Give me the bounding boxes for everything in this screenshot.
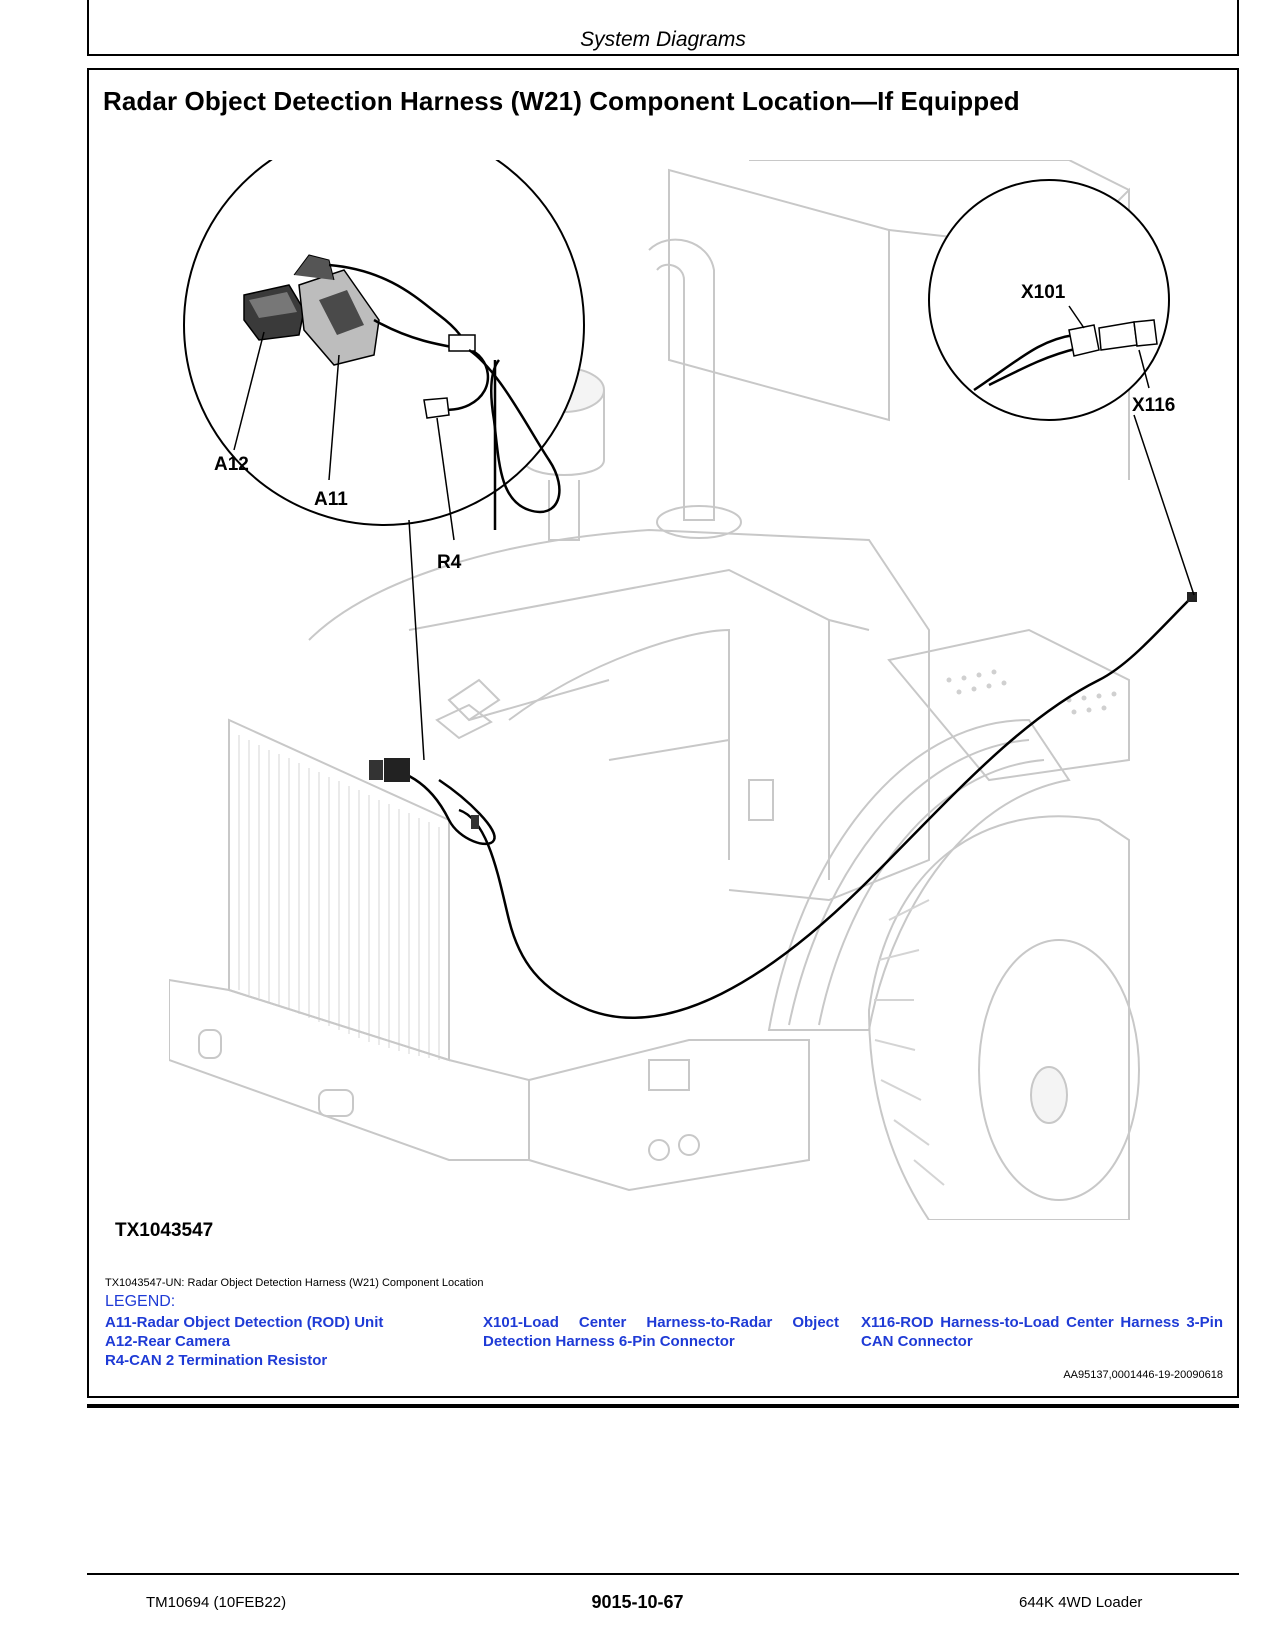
legend-column-1: A11-Radar Object Detection (ROD) Unit A1…	[105, 1313, 465, 1370]
termination-resistor-icon	[423, 397, 450, 419]
a11-radar-unit-on-machine	[384, 758, 410, 782]
x101-connector-icon	[1068, 324, 1100, 357]
callout-x101: X101	[1021, 282, 1066, 303]
legend-item-a11: A11-Radar Object Detection (ROD) Unit	[105, 1314, 384, 1331]
legend-item-a12: A12-Rear Camera	[105, 1333, 231, 1350]
detail-circle-rod-unit: A12 A11 R4	[183, 160, 585, 761]
legend-column-2: X101-Load Center Harness-to-Radar Object…	[483, 1313, 839, 1351]
x116-connector-icon	[1133, 319, 1158, 347]
figure-panel: Radar Object Detection Harness (W21) Com…	[87, 68, 1239, 1398]
legend-item-r4: R4-CAN 2 Termination Resistor	[105, 1352, 328, 1369]
reference-code: AA95137,0001446-19-20090618	[1063, 1369, 1223, 1381]
section-title: System Diagrams	[580, 28, 746, 51]
callout-x116: X116	[1132, 395, 1175, 416]
footer-doc-id: TM10694 (10FEB22)	[146, 1594, 287, 1611]
callout-a12: A12	[214, 454, 249, 475]
divider	[87, 1404, 1239, 1408]
component-location-diagram: A12 A11 R4 X101 X116	[169, 160, 1197, 1220]
figure-caption: TX1043547-UN: Radar Object Detection Har…	[105, 1277, 484, 1289]
callout-a11: A11	[314, 489, 348, 510]
legend-item-x101: X101-Load Center Harness-to-Radar Object…	[483, 1314, 839, 1350]
harness-route	[369, 592, 1197, 1019]
page-number: 9015-10-67	[591, 1592, 684, 1612]
footer-model: 644K 4WD Loader	[1019, 1594, 1143, 1611]
legend-column-3: X116-ROD Harness-to-Load Center Harness …	[861, 1313, 1223, 1351]
legend-item-x116: X116-ROD Harness-to-Load Center Harness …	[861, 1314, 1223, 1350]
legend-title: LEGEND:	[105, 1293, 176, 1310]
callout-r4: R4	[437, 552, 462, 573]
detail-circle-connectors: X101 X116	[928, 179, 1195, 596]
figure-title: Radar Object Detection Harness (W21) Com…	[103, 86, 1020, 116]
figure-id: TX1043547	[115, 1220, 214, 1241]
page-header: System Diagrams	[87, 0, 1239, 56]
footer-divider	[87, 1573, 1239, 1575]
